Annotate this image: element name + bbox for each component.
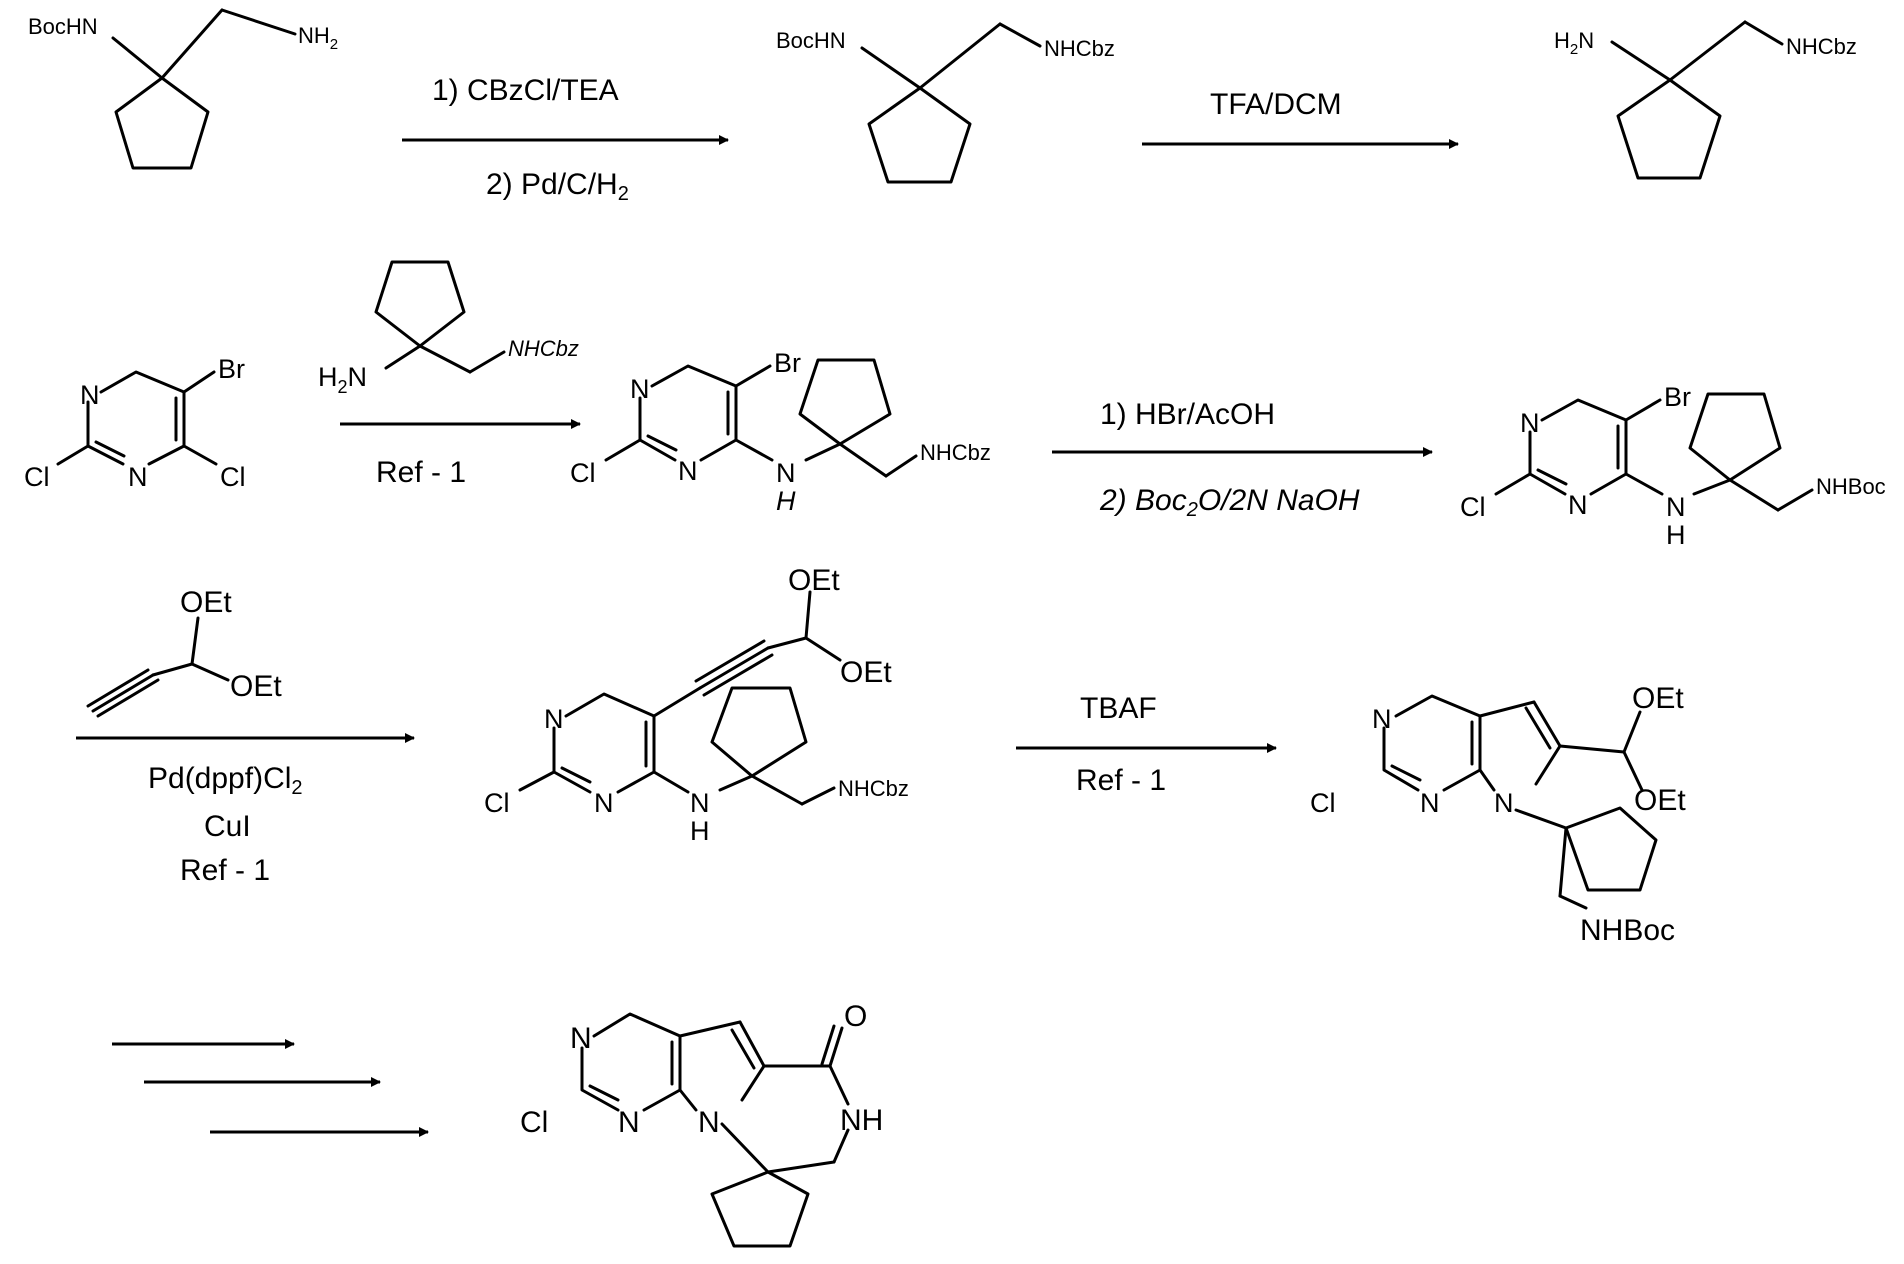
nh-label: NH: [840, 1104, 883, 1137]
compound-9: O NH N N N Cl: [520, 1000, 883, 1246]
nhcbz-label: NHCbz: [1786, 34, 1857, 59]
condition-tbaf: TBAF: [1080, 692, 1157, 725]
cl-label: Cl: [220, 462, 246, 492]
nh-n-label: N: [690, 788, 710, 818]
condition-ref-1: Ref - 1: [1076, 764, 1166, 797]
n-label: N: [80, 380, 100, 410]
n-label: N: [594, 788, 614, 818]
n-label: N: [618, 1106, 640, 1139]
nh2-label: NH2: [298, 23, 338, 53]
cl-label: Cl: [1460, 492, 1486, 522]
compound-6: N N N H Br Cl NHBoc: [1460, 382, 1886, 550]
oet-label: OEt: [1634, 784, 1686, 817]
condition-ref-1: Ref - 1: [376, 456, 466, 489]
o-label: O: [844, 1000, 867, 1033]
n-label: N: [698, 1106, 720, 1139]
n-label: N: [1494, 788, 1514, 818]
cl-label: Cl: [484, 788, 510, 818]
cl-label: Cl: [570, 458, 596, 488]
condition-tfa-dcm: TFA/DCM: [1210, 88, 1342, 121]
nhboc-label: NHBoc: [1816, 474, 1886, 499]
nhcbz-label: NHCbz: [920, 440, 991, 465]
cl-label: Cl: [520, 1106, 548, 1139]
nh-n-label: N: [1666, 492, 1686, 522]
bochn-label: BocHN: [28, 14, 98, 39]
bochn-label: BocHN: [776, 28, 846, 53]
condition-cbzcl-tea: 1) CBzCl/TEA: [432, 74, 619, 107]
compound-3: H2N NHCbz: [1554, 22, 1857, 178]
compound-8: OEt OEt N N N Cl NHBoc: [1310, 682, 1686, 947]
cl-label: Cl: [1310, 788, 1336, 818]
n-label: N: [128, 462, 148, 492]
oet-label: OEt: [230, 670, 282, 703]
condition-pd-dppf-cl2: Pd(dppf)Cl2: [148, 762, 303, 799]
nh-n-label: N: [776, 458, 796, 488]
reagent-alkyne: OEt OEt: [88, 586, 282, 716]
nh-h-label: H: [690, 816, 710, 846]
nh-h-label: H: [776, 486, 796, 516]
nhboc-label: NHBoc: [1580, 914, 1675, 947]
n-label: N: [1520, 408, 1540, 438]
nh-h-label: H: [1666, 520, 1686, 550]
n-label: N: [630, 374, 650, 404]
compound-2: BocHN NHCbz: [776, 24, 1115, 182]
n-label: N: [570, 1022, 592, 1055]
reagent-amine: H2N NHCbz: [318, 262, 579, 397]
oet-label: OEt: [180, 586, 232, 619]
oet-label: OEt: [1632, 682, 1684, 715]
condition-boc2o-naoh: 2) Boc2O/2N NaOH: [1099, 484, 1360, 521]
n-label: N: [1568, 490, 1588, 520]
condition-cui: CuI: [204, 810, 251, 843]
condition-ref-1: Ref - 1: [180, 854, 270, 887]
n-label: N: [1372, 704, 1392, 734]
oet-label: OEt: [840, 656, 892, 689]
br-label: Br: [218, 354, 245, 384]
h2n-label: H2N: [1554, 28, 1594, 58]
cl-label: Cl: [24, 462, 50, 492]
nhcbz-label: NHCbz: [1044, 36, 1115, 61]
br-label: Br: [774, 348, 801, 378]
compound-5: N N N H Br Cl NHCbz: [570, 348, 991, 516]
n-label: N: [1420, 788, 1440, 818]
compound-7: OEt OEt N N N H Cl NHCbz: [484, 564, 909, 846]
condition-pd-c-h2: 2) Pd/C/H2: [486, 168, 629, 205]
oet-label: OEt: [788, 564, 840, 597]
h2n-label: H2N: [318, 362, 367, 397]
br-label: Br: [1664, 382, 1691, 412]
nhcbz-label: NHCbz: [508, 336, 579, 361]
condition-hbr-acoh: 1) HBr/AcOH: [1100, 398, 1275, 431]
n-label: N: [544, 704, 564, 734]
compound-1: BocHN NH2: [28, 10, 338, 168]
nhcbz-label: NHCbz: [838, 776, 909, 801]
n-label: N: [678, 456, 698, 486]
compound-4: N N Br Cl Cl: [24, 354, 246, 492]
